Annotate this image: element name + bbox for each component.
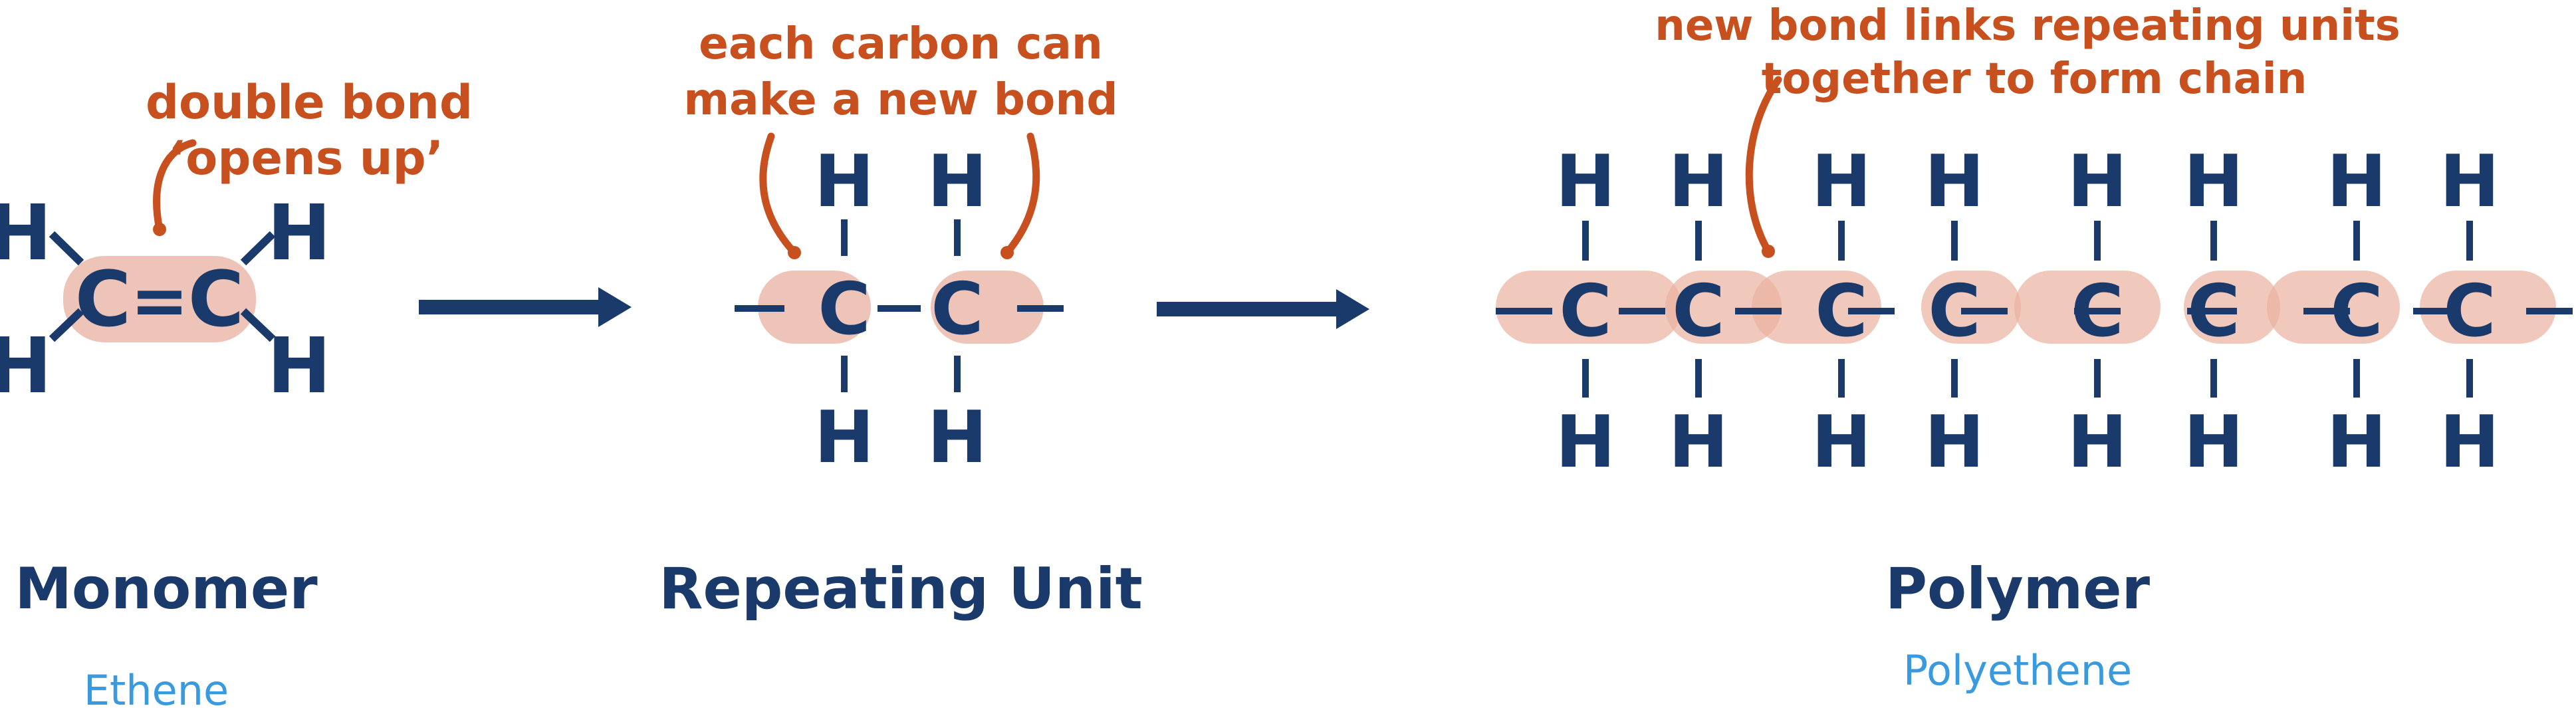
carbon-atom: C bbox=[188, 255, 244, 344]
reaction-arrow bbox=[1157, 289, 1369, 329]
annotation-dot bbox=[153, 223, 166, 236]
hydrogen-atom: H bbox=[1556, 140, 1615, 223]
carbon-atom: C bbox=[2187, 270, 2240, 353]
annotation-pointer bbox=[1003, 132, 1040, 257]
bond bbox=[49, 231, 84, 266]
carbon-atom: C bbox=[2330, 270, 2383, 353]
carbon-highlight bbox=[931, 271, 1044, 344]
hydrogen-atom: H bbox=[1925, 140, 1984, 223]
annotation-opens-up: ‘opens up’ bbox=[168, 131, 444, 185]
hydrogen-atom: H bbox=[2440, 140, 2500, 223]
repeating-unit-highlight bbox=[2267, 271, 2400, 344]
annotation-dot bbox=[1762, 245, 1775, 258]
annotation-double-bond: double bond bbox=[146, 75, 473, 130]
hydrogen-atom: H bbox=[2067, 140, 2127, 223]
monomer-title: Monomer bbox=[15, 556, 318, 622]
hydrogen-atom: H bbox=[267, 322, 331, 411]
repeating-unit-highlight bbox=[2420, 271, 2556, 344]
hydrogen-atom: H bbox=[1669, 140, 1728, 223]
hydrogen-atom: H bbox=[927, 396, 987, 479]
bond bbox=[49, 308, 84, 342]
repeating-unit-title: Repeating Unit bbox=[659, 556, 1142, 622]
carbon-atom: C bbox=[1815, 270, 1867, 353]
reaction-arrow bbox=[419, 287, 632, 327]
carbon-atom: C bbox=[1559, 270, 1611, 353]
repeating-unit-highlight bbox=[1921, 271, 2021, 344]
hydrogen-atom: H bbox=[2067, 401, 2127, 484]
annotation-dot bbox=[1000, 246, 1014, 259]
carbon-atom: C bbox=[75, 255, 131, 344]
carbon-highlight bbox=[758, 271, 871, 344]
carbon-atom: C bbox=[2443, 270, 2496, 353]
annotation-pointer bbox=[153, 139, 197, 233]
hydrogen-atom: H bbox=[814, 140, 874, 223]
hydrogen-atom: H bbox=[0, 189, 52, 278]
carbon-atom: C bbox=[1928, 270, 1980, 353]
repeating-unit-highlight bbox=[1752, 271, 1881, 344]
carbon-atom: C bbox=[1672, 270, 1724, 353]
annotation-dot bbox=[788, 246, 801, 259]
double-bond-symbol: = bbox=[130, 260, 189, 341]
carbon-atom: C bbox=[931, 268, 983, 351]
hydrogen-atom: H bbox=[2327, 140, 2387, 223]
annotation-pointer bbox=[759, 132, 798, 257]
monomer-name: Ethene bbox=[84, 666, 229, 708]
double-bond-highlight bbox=[63, 256, 256, 342]
bond bbox=[240, 308, 276, 342]
repeating-unit-highlight bbox=[2014, 271, 2161, 344]
carbon-atom: C bbox=[2071, 270, 2123, 353]
hydrogen-atom: H bbox=[1669, 401, 1728, 484]
monomer-group: H H H H C = C double bond ‘opens up’ bbox=[0, 75, 473, 411]
carbon-atom: C bbox=[818, 268, 870, 351]
hydrogen-atom: H bbox=[927, 140, 987, 223]
annotation-pointer bbox=[1745, 76, 1782, 255]
hydrogen-atom: H bbox=[814, 396, 874, 479]
hydrogen-atom: H bbox=[2184, 401, 2244, 484]
hydrogen-atom: H bbox=[1925, 401, 1984, 484]
hydrogen-atom: H bbox=[1812, 401, 1871, 484]
repeating-unit-highlight bbox=[2184, 271, 2280, 344]
polymer-name: Polyethene bbox=[1903, 646, 2132, 695]
hydrogen-atom: H bbox=[0, 322, 52, 411]
polymer-title: Polymer bbox=[1885, 556, 2151, 622]
hydrogen-atom: H bbox=[267, 189, 331, 278]
annotation-new-bond-links: new bond links repeating units bbox=[1655, 1, 2400, 51]
repeating-unit-highlight bbox=[1665, 271, 1782, 344]
hydrogen-atom: H bbox=[2440, 401, 2500, 484]
hydrogen-atom: H bbox=[2184, 140, 2244, 223]
annotation-each-carbon: each carbon can bbox=[699, 18, 1103, 69]
hydrogen-atom: H bbox=[1812, 140, 1871, 223]
bond bbox=[240, 231, 276, 266]
polymer-group: C C C C C C C C H H H H H H H H H H H H … bbox=[1496, 1, 2573, 484]
hydrogen-atom: H bbox=[1556, 401, 1615, 484]
repeating-unit-group: C C H H H H each carbon can make a new b… bbox=[683, 18, 1117, 479]
annotation-form-chain: together to form chain bbox=[1762, 55, 2307, 104]
annotation-new-bond: make a new bond bbox=[683, 74, 1117, 125]
repeating-unit-highlight bbox=[1496, 271, 1682, 344]
hydrogen-atom: H bbox=[2327, 401, 2387, 484]
